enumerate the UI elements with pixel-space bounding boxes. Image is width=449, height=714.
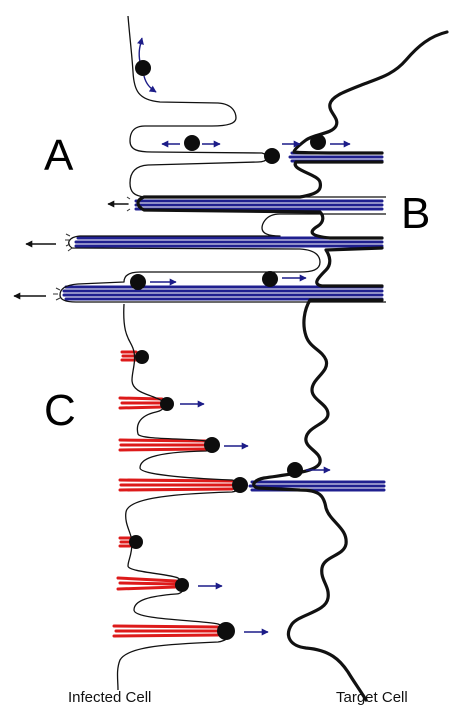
virus-particle-icon	[262, 271, 278, 287]
red-filaments	[112, 350, 234, 638]
target-cell-membrane	[136, 30, 449, 702]
virus-particle-icon	[160, 397, 174, 411]
section-label-a: A	[44, 131, 74, 180]
virus-particle-icon	[232, 477, 248, 493]
direction-arrow-icon	[143, 75, 157, 93]
red-filament-4	[118, 478, 234, 492]
blue-filament-a4	[62, 285, 384, 301]
red-filament-2	[118, 396, 164, 410]
red-filament-3	[118, 438, 208, 452]
virus-particle-icon	[175, 578, 189, 592]
virus-particle-icon	[129, 535, 143, 549]
virus-particle-icon	[287, 462, 303, 478]
section-label-b: B	[401, 189, 431, 238]
red-filament-6	[116, 576, 178, 591]
black-arrows	[13, 200, 128, 300]
virus-particle-icon	[135, 60, 151, 76]
infected-cell-label: Infected Cell	[68, 689, 152, 706]
virus-particle-icon	[264, 148, 280, 164]
direction-arrow-icon	[137, 37, 144, 63]
filament-tips	[53, 196, 131, 301]
virus-particle-icon	[184, 135, 200, 151]
virus-particles	[129, 60, 326, 640]
blue-arrows	[137, 37, 351, 636]
blue-filament-a2	[134, 199, 384, 211]
red-filament-5	[118, 536, 132, 548]
virus-particle-icon	[217, 622, 235, 640]
section-label-c: C	[44, 386, 76, 435]
virus-particle-icon	[310, 134, 326, 150]
virus-particle-icon	[135, 350, 149, 364]
virus-particle-icon	[130, 274, 146, 290]
target-cell-label: Target Cell	[336, 689, 408, 706]
infected-cell-membrane	[59, 15, 386, 691]
red-filament-7	[112, 624, 220, 638]
virus-particle-icon	[204, 437, 220, 453]
